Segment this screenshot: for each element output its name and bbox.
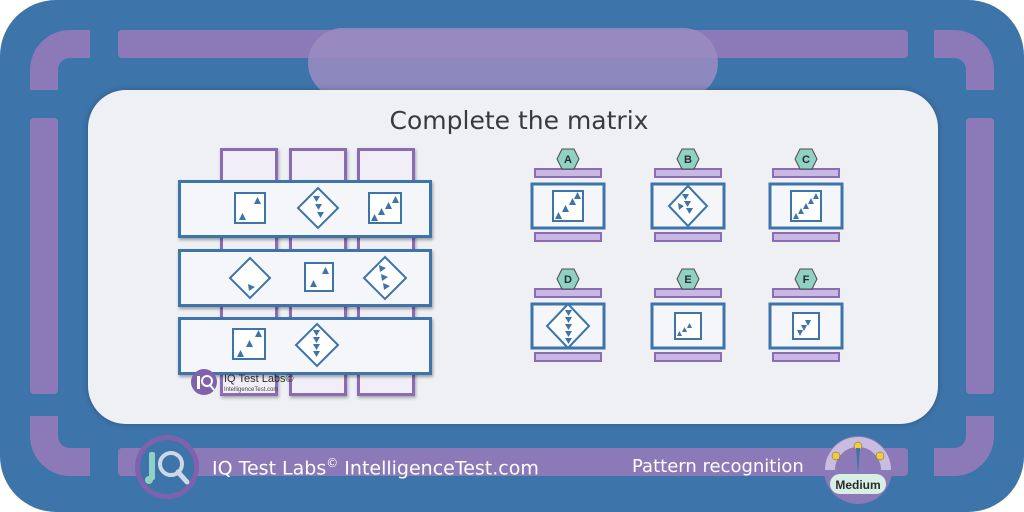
frame-corner (934, 416, 994, 476)
matrix-cell-square-two-triangles (232, 190, 268, 226)
option-tab (772, 352, 840, 362)
footer-copyright: © (326, 456, 339, 470)
option-tab (772, 232, 840, 242)
difficulty-label: Medium (835, 478, 880, 492)
option-c[interactable]: C (758, 148, 854, 248)
option-d-figure (530, 302, 606, 350)
matrix-cell-square-three-triangles (230, 326, 268, 362)
frame-band-bottom (118, 448, 908, 476)
matrix-cell-square-two-triangles (302, 260, 336, 294)
magnifier-icon (158, 451, 184, 477)
option-a-badge: A (556, 148, 580, 170)
option-a-label: A (564, 154, 572, 166)
footer-category: Pattern recognition (632, 456, 804, 477)
option-d[interactable]: D (520, 268, 616, 368)
difficulty-gauge-icon: Medium (824, 436, 892, 504)
option-f-badge: F (794, 268, 818, 290)
frame-corner (30, 30, 90, 90)
matrix-cell-missing (366, 326, 404, 362)
option-f-figure (768, 302, 844, 350)
option-e-figure (650, 302, 726, 350)
brand-watermark: IQ Test Labs© IntelligenceTest.com (190, 368, 294, 400)
matrix-cell-diamond-three-triangles (296, 186, 340, 230)
footer-brand-name: IQ Test Labs (212, 457, 327, 480)
option-c-figure (768, 182, 844, 230)
footer-brand: IQ Test Labs© IntelligenceTest.com (212, 456, 539, 479)
frame-band-left (30, 118, 58, 394)
option-f-label: F (803, 274, 810, 286)
option-e-badge: E (676, 268, 700, 290)
option-e-label: E (684, 274, 691, 286)
title-glow (308, 28, 718, 98)
option-tab (654, 352, 722, 362)
brand-watermark-site: IntelligenceTest.com (224, 387, 279, 393)
option-c-label: C (802, 154, 810, 166)
iq-logo-icon (191, 369, 217, 395)
option-a[interactable]: A (520, 148, 616, 248)
option-tab (534, 232, 602, 242)
matrix-cell-diamond-three-triangles (362, 255, 408, 301)
iq-logo-icon (135, 435, 199, 499)
matrix-cell-square-four-triangles (366, 190, 404, 226)
option-tab (654, 232, 722, 242)
option-b-label: B (684, 154, 692, 166)
option-c-badge: C (794, 148, 818, 170)
option-a-figure (530, 182, 606, 230)
footer-site: IntelligenceTest.com (344, 457, 539, 480)
option-d-label: D (564, 274, 572, 286)
matrix-cell-diamond-one-triangle (228, 256, 272, 300)
frame-band-right (966, 118, 994, 394)
option-e[interactable]: E (640, 268, 736, 368)
matrix-cell-diamond-four-triangles (294, 322, 340, 368)
option-b[interactable]: B (640, 148, 736, 248)
option-b-figure (650, 182, 726, 230)
option-f[interactable]: F (758, 268, 854, 368)
option-d-badge: D (556, 268, 580, 290)
option-b-badge: B (676, 148, 700, 170)
puzzle-title: Complete the matrix (389, 106, 649, 135)
brand-watermark-name: IQ Test Labs© (224, 373, 294, 385)
option-tab (534, 352, 602, 362)
